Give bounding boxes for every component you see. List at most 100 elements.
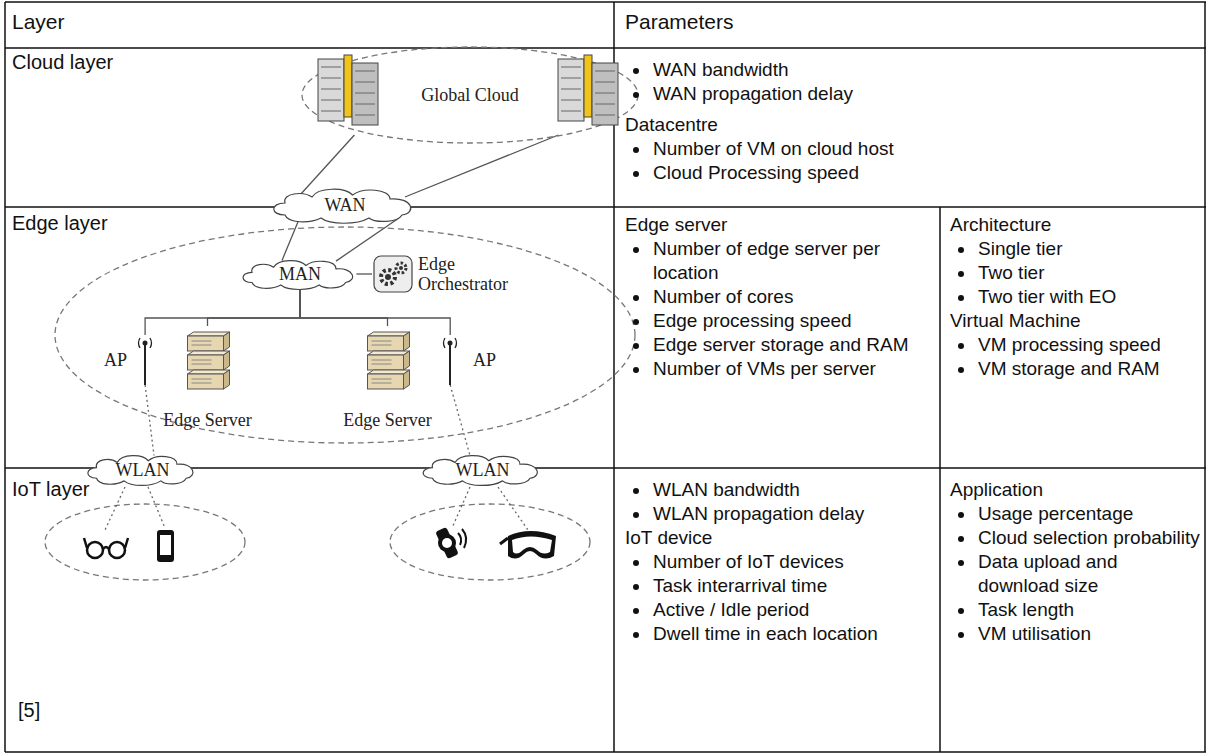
watch-icon xyxy=(435,527,466,559)
connector-line xyxy=(300,288,450,335)
bullet-item: Two tier with EO xyxy=(950,285,1202,309)
text-cell: [5] xyxy=(18,698,118,722)
svg-path xyxy=(274,189,411,223)
svg-line xyxy=(595,82,615,83)
heading-label: Datacentre xyxy=(625,113,1195,137)
text-cell: Edge layer xyxy=(12,211,212,235)
svg-line xyxy=(192,364,212,365)
svg-circle xyxy=(396,263,406,273)
bullet-item: Task length xyxy=(950,598,1202,622)
bullet-item: WAN bandwidth xyxy=(625,58,1195,82)
svg-rect xyxy=(435,527,459,559)
bullet-item: Number of edge server per location xyxy=(625,237,935,285)
svg-ellipse xyxy=(45,504,245,580)
svg-path xyxy=(368,370,410,374)
svg-line xyxy=(595,93,615,94)
bullet-item: Active / Idle period xyxy=(625,598,935,622)
svg-rect xyxy=(344,55,352,117)
svg-line xyxy=(192,383,212,384)
svg-line xyxy=(5,1,1206,3)
connector-line xyxy=(145,288,300,335)
node-label: WLAN xyxy=(456,460,510,480)
svg-g xyxy=(423,456,537,486)
text-cell: Parameters xyxy=(625,10,1125,34)
connector-line xyxy=(282,217,300,260)
text-cell: Cloud layer xyxy=(12,50,292,74)
bullet-item: VM storage and RAM xyxy=(950,357,1202,381)
svg-path xyxy=(368,332,410,336)
svg-line xyxy=(561,89,581,90)
access-point: AP xyxy=(440,335,500,385)
svg-line xyxy=(1204,2,1206,752)
node-label: WLAN xyxy=(116,460,170,480)
svg-circle xyxy=(109,542,125,558)
text-cell: Layer xyxy=(12,10,512,34)
svg-circle xyxy=(143,341,148,346)
svg-line xyxy=(321,100,341,101)
svg-path xyxy=(512,537,552,554)
heading-label: IoT layer xyxy=(12,477,212,501)
connector-line xyxy=(145,385,154,456)
svg-g xyxy=(243,261,353,290)
svg-path xyxy=(224,370,230,389)
heading-label: Cloud layer xyxy=(12,50,292,74)
bullet-item: Number of IoT devices xyxy=(625,550,935,574)
bullet-item: Number of VMs per server xyxy=(625,357,935,381)
network-cloud: WAN xyxy=(270,185,420,225)
edge-server: Edge Server xyxy=(150,326,265,432)
svg-line xyxy=(4,2,6,752)
svg-line xyxy=(939,207,941,752)
svg-path xyxy=(84,538,128,548)
table-lines xyxy=(5,2,1206,752)
svg-line xyxy=(192,379,212,380)
svg-rect xyxy=(157,530,174,562)
heading-label: Architecture xyxy=(950,213,1202,237)
svg-line xyxy=(192,345,212,346)
cloud-server xyxy=(318,55,378,125)
svg-rect xyxy=(188,336,224,351)
svg-line xyxy=(5,751,1206,753)
svg-line xyxy=(372,364,392,365)
connector-line xyxy=(356,273,372,274)
orchestrator-box: Edge Orchestrator xyxy=(372,252,532,296)
svg-line xyxy=(452,487,470,528)
svg-circle xyxy=(442,538,452,548)
svg-line xyxy=(595,115,615,116)
svg-path xyxy=(500,538,508,544)
svg-rect xyxy=(374,256,412,292)
svg-path xyxy=(404,370,410,389)
svg-rect xyxy=(584,55,592,117)
svg-path xyxy=(224,351,230,370)
svg-rect xyxy=(188,355,224,370)
svg-path xyxy=(103,547,109,549)
svg-line xyxy=(561,100,581,101)
svg-line xyxy=(355,104,375,105)
bullet-item: Two tier xyxy=(950,261,1202,285)
bullet-item: WLAN bandwidth xyxy=(625,478,935,502)
cloud-datacentre: Global Cloud xyxy=(300,45,640,145)
svg-path xyxy=(444,338,457,348)
svg-line xyxy=(449,343,451,385)
svg-circle xyxy=(448,341,453,346)
svg-line xyxy=(561,111,581,112)
heading-label: Virtual Machine xyxy=(950,309,1202,333)
svg-path xyxy=(188,351,230,355)
svg-path xyxy=(458,529,466,548)
text-cell: Edge serverNumber of edge server per loc… xyxy=(625,213,935,381)
svg-path xyxy=(404,351,410,370)
node-label: AP xyxy=(473,350,496,370)
svg-ellipse xyxy=(55,227,635,443)
svg-line xyxy=(372,341,392,342)
svg-path xyxy=(188,332,230,336)
connector-line xyxy=(405,135,558,197)
bullet-item: VM utilisation xyxy=(950,622,1202,646)
connector-line xyxy=(336,219,398,261)
bullet-item: Usage percentage xyxy=(950,502,1202,526)
node-label: Global Cloud xyxy=(421,85,519,105)
svg-line xyxy=(595,71,615,72)
svg-line xyxy=(321,89,341,90)
svg-line xyxy=(372,379,392,380)
text-cell: ArchitectureSingle tierTwo tierTwo tier … xyxy=(950,213,1202,381)
svg-line xyxy=(372,383,392,384)
svg-g xyxy=(274,189,411,223)
